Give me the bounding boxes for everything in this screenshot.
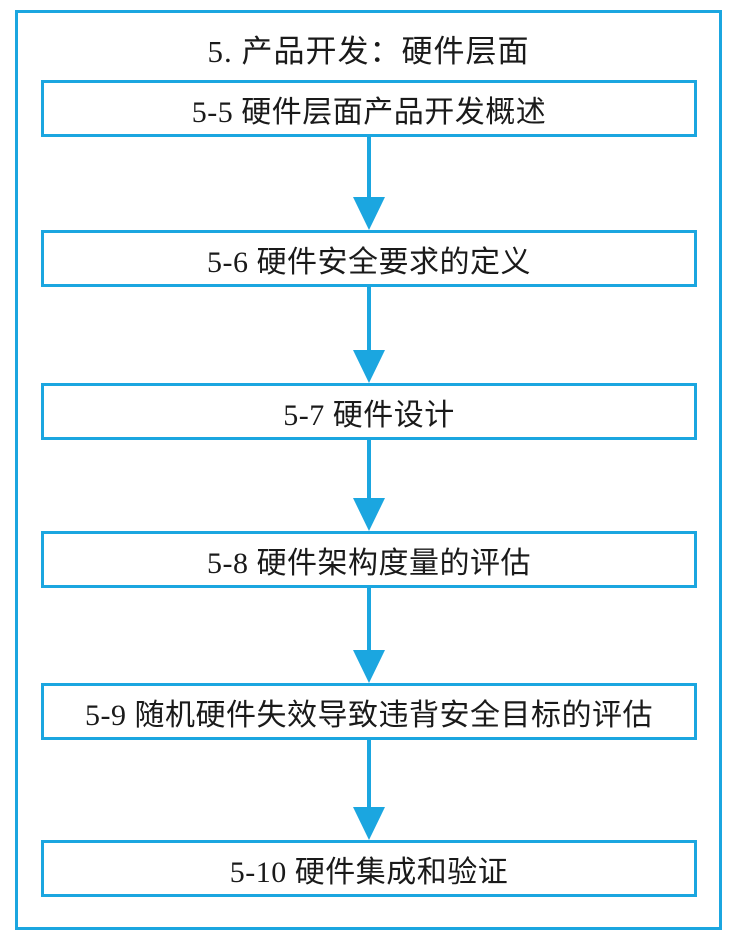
diagram-title: 5. 产品开发：硬件层面 [207,34,530,69]
flow-node-5-10: 5-10 硬件集成和验证 [41,840,697,897]
flow-node-5-9: 5-9 随机硬件失效导致违背安全目标的评估 [41,683,697,740]
arrow-line [367,438,371,499]
arrow-line [367,586,371,651]
arrow-line [367,135,371,198]
arrow-line [367,739,371,808]
flow-node-5-5: 5-5 硬件层面产品开发概述 [41,80,697,137]
arrow-down-icon [353,807,385,840]
arrow-down-icon [353,498,385,531]
flow-node-5-7: 5-7 硬件设计 [41,383,697,440]
arrow-down-icon [353,197,385,230]
flow-node-5-8: 5-8 硬件架构度量的评估 [41,531,697,588]
flow-node-5-6: 5-6 硬件安全要求的定义 [41,230,697,287]
arrow-line [367,284,371,351]
arrow-down-icon [353,650,385,683]
arrow-down-icon [353,350,385,383]
